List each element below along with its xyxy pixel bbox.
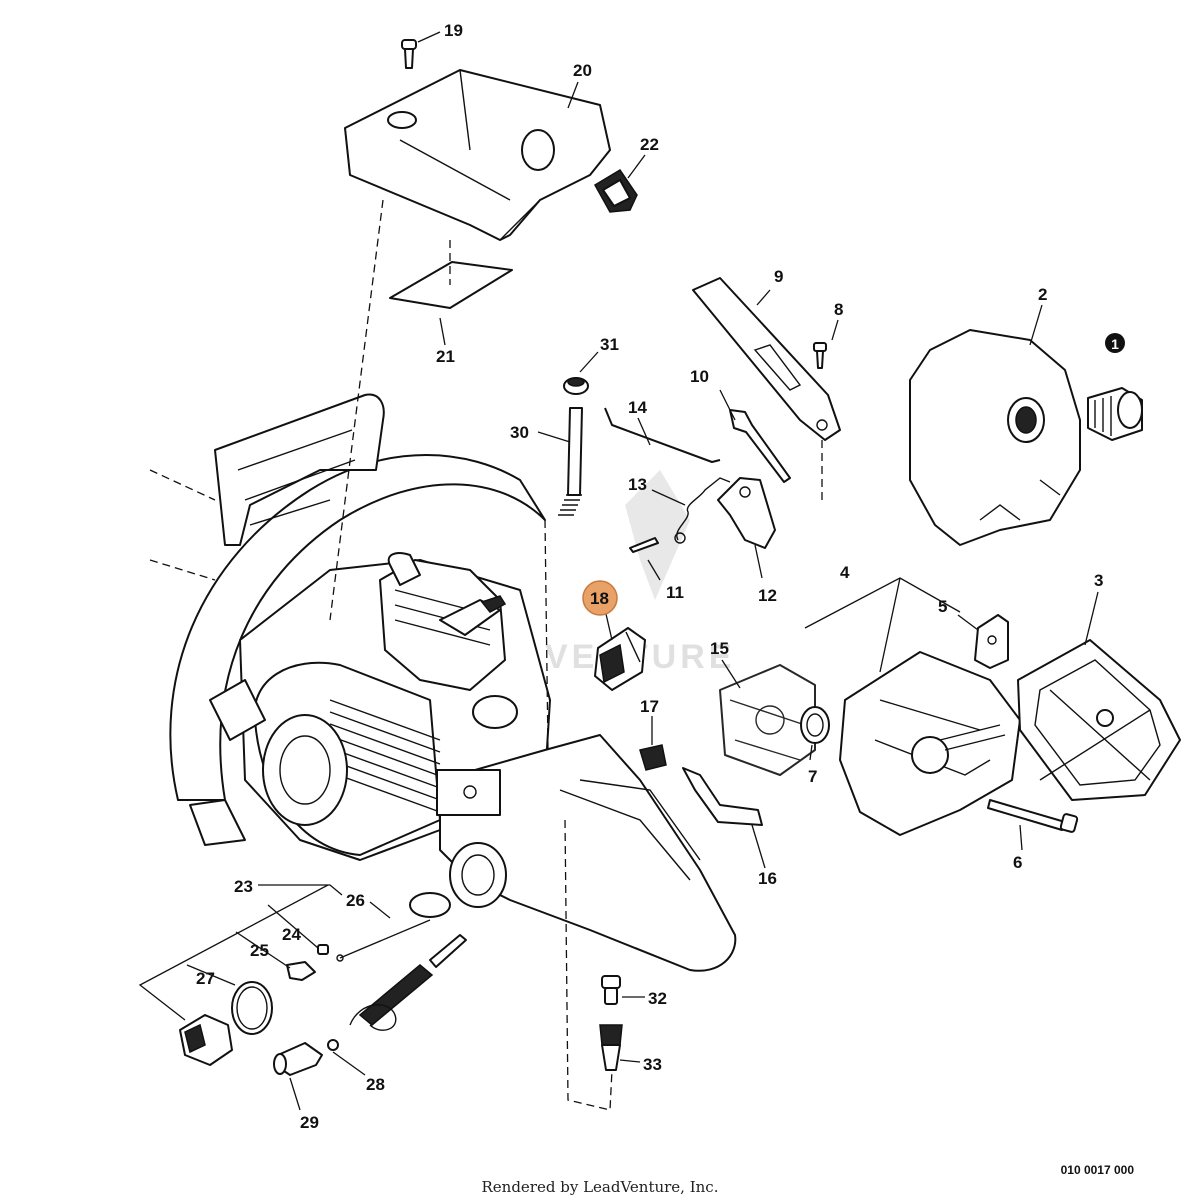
part-32-plug [601,975,621,1005]
callout-18[interactable]: 18 [590,589,609,608]
callout-2[interactable]: 2 [1038,285,1047,304]
callout-33[interactable]: 33 [643,1055,662,1074]
cooling-fins [329,699,441,813]
callout-labels: 19 20 22 21 9 8 2 1 31 14 10 30 13 11 12… [196,21,1103,1132]
callout-27[interactable]: 27 [196,969,215,988]
callout-6[interactable]: 6 [1013,853,1022,872]
part-21-label [389,261,513,309]
part-19-screw [401,39,417,69]
callout-3[interactable]: 3 [1094,571,1103,590]
chainsaw-housing [169,393,737,972]
callout-25[interactable]: 25 [250,941,269,960]
part-8-screw [813,342,827,369]
part-20-top-cover [344,69,611,241]
alignment-lines [149,199,823,1111]
callout-22[interactable]: 22 [640,135,659,154]
part-12-trigger [717,477,776,549]
part-18-manifold [594,627,646,691]
fuel-pickup-hose [349,934,467,1031]
callout-11[interactable]: 11 [666,583,684,602]
callout-29[interactable]: 29 [300,1113,319,1132]
callout-28[interactable]: 28 [366,1075,385,1094]
callout-7[interactable]: 7 [808,767,817,786]
part-11-pin [629,537,659,553]
callout-21[interactable]: 21 [436,347,455,366]
part-1-filter-knob [1087,387,1143,441]
part-1-badge [1105,333,1125,353]
callout-23[interactable]: 23 [234,877,253,896]
part-26-pickup-line [336,892,451,962]
part-14-throttle-rod [604,407,721,463]
callout-9[interactable]: 9 [774,267,783,286]
drawing-code: 010 0017 000 [1060,1163,1134,1177]
part-24-screw [317,944,329,955]
part-15-carburetor [719,664,816,776]
callout-32[interactable]: 32 [648,989,667,1008]
callout-14[interactable]: 14 [628,398,647,417]
part-7-gasket [800,706,830,744]
callout-19[interactable]: 19 [444,21,463,40]
part-1-badge-label: 1 [1111,336,1119,352]
callout-16[interactable]: 16 [758,869,777,888]
part-3-air-filter [1017,639,1181,801]
callout-31[interactable]: 31 [600,335,619,354]
part-16-lever [682,767,763,826]
callout-12[interactable]: 12 [758,586,777,605]
fuel-cap [179,1014,233,1066]
callout-4[interactable]: 4 [840,563,850,582]
part-9-trigger-cover [692,277,841,441]
part-31-grommet [563,377,589,395]
callout-15[interactable]: 15 [710,639,729,658]
part-13-spring [674,477,731,544]
footer-credit: Rendered by LeadVenture, Inc. [481,1178,719,1196]
part-10-interlock [729,409,791,483]
part-30-fuel-hose [558,407,583,516]
callout-30[interactable]: 30 [510,423,529,442]
part-33-valve [599,1024,623,1071]
callout-17[interactable]: 17 [640,697,659,716]
leader-lines [138,31,1099,1111]
part-28-ring [327,1039,339,1051]
part-17-plug [639,744,667,771]
callout-13[interactable]: 13 [628,475,647,494]
callout-26[interactable]: 26 [346,891,365,910]
callout-20[interactable]: 20 [573,61,592,80]
part-22-grommet [593,168,638,213]
part-25-clamp [286,961,316,981]
highlight-marker[interactable] [582,580,618,616]
part-5-clip [974,614,1009,669]
part-2-shroud [909,329,1081,546]
part-6-bolt [987,799,1079,833]
part-29-fitting [273,1042,323,1076]
callout-8[interactable]: 8 [834,300,843,319]
callout-24[interactable]: 24 [282,925,301,944]
callout-5[interactable]: 5 [938,597,947,616]
callout-10[interactable]: 10 [690,367,709,386]
part-4-baseplate [839,651,1021,836]
part-27-o-ring [231,981,273,1035]
